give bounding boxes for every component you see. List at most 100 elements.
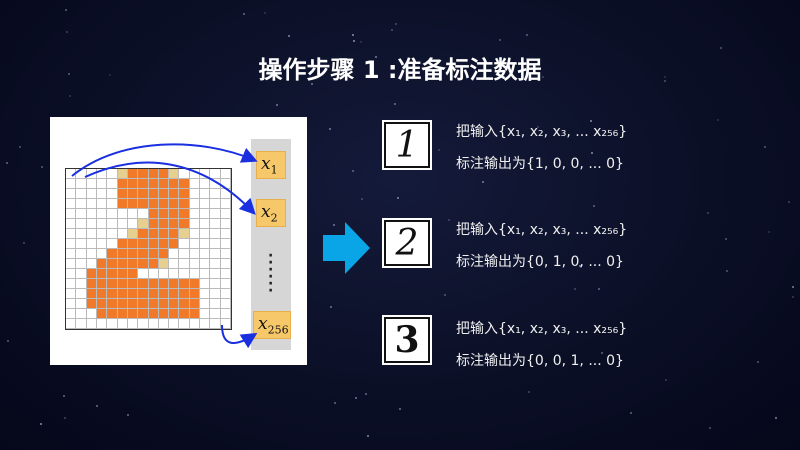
- pixel-cell: [86, 199, 97, 209]
- pixel-cell: [158, 209, 170, 219]
- pixel-cell: [210, 279, 221, 289]
- sample-1-input: 把输入{x₁, x₂, x₃, ... x₂₅₆}: [456, 124, 628, 140]
- pixel-cell: [117, 279, 128, 289]
- pixel-cell: [200, 319, 211, 329]
- pixel-cell: [200, 289, 211, 299]
- star: [40, 422, 43, 425]
- pixel-cell: [107, 239, 118, 249]
- pixel-cell: [179, 209, 190, 219]
- pixel-cell: [96, 189, 108, 199]
- pixel-cell: [158, 269, 170, 279]
- pixel-cell: [127, 199, 139, 209]
- pixel-cell: [179, 309, 190, 319]
- pixel-cell: [158, 289, 170, 299]
- pixel-cell: [76, 209, 87, 219]
- pixel-cell: [148, 289, 159, 299]
- pixel-cell: [138, 269, 149, 279]
- star: [375, 56, 378, 59]
- star: [127, 414, 130, 417]
- pixel-cell: [148, 269, 159, 279]
- pixel-cell: [66, 289, 77, 299]
- pixel-cell: [210, 249, 221, 259]
- star: [618, 158, 621, 161]
- pixel-cell: [148, 249, 159, 259]
- star: [399, 407, 402, 410]
- pixel-cell: [189, 279, 201, 289]
- pixel-cell: [138, 169, 149, 179]
- pixel-cell: [117, 209, 128, 219]
- pixel-cell: [200, 279, 211, 289]
- pixel-cell: [127, 299, 139, 309]
- pixel-cell: [66, 189, 77, 199]
- star: [717, 119, 719, 121]
- pixel-cell: [158, 229, 170, 239]
- star: [437, 148, 440, 151]
- pixel-cell: [148, 229, 159, 239]
- pixel-cell: [148, 319, 159, 329]
- pixel-cell: [96, 199, 108, 209]
- pixel-cell: [179, 189, 190, 199]
- pixel-cell: [86, 209, 97, 219]
- pixel-cell: [107, 279, 118, 289]
- pixel-cell: [169, 239, 180, 249]
- pixel-cell: [179, 299, 190, 309]
- sample-2-input: 把输入{x₁, x₂, x₃, ... x₂₅₆}: [456, 222, 628, 238]
- star: [68, 94, 71, 97]
- pixel-cell: [86, 239, 97, 249]
- pixel-cell: [210, 209, 221, 219]
- pixel-cell: [220, 319, 231, 329]
- pixel-cell: [220, 219, 231, 229]
- pixel-cell: [148, 309, 159, 319]
- star: [62, 395, 65, 398]
- pixel-cell: [76, 199, 87, 209]
- pixel-cell: [148, 189, 159, 199]
- star: [764, 146, 767, 149]
- pixel-cell: [210, 269, 221, 279]
- pixel-cell: [96, 219, 108, 229]
- pixel-cell: [138, 279, 149, 289]
- pixel-cell: [96, 209, 108, 219]
- pixel-cell: [158, 189, 170, 199]
- pixel-cell: [200, 219, 211, 229]
- digit-image-2: 2: [382, 218, 432, 268]
- pixel-cell: [107, 229, 118, 239]
- star: [664, 80, 667, 83]
- pixel-cell: [148, 199, 159, 209]
- pixel-cell: [86, 259, 97, 269]
- star: [109, 74, 112, 77]
- pixel-cell: [220, 229, 231, 239]
- pixel-cell: [76, 239, 87, 249]
- input-x256: x256: [253, 311, 291, 339]
- pixel-cell: [169, 199, 180, 209]
- star: [96, 404, 99, 407]
- pixel-cell: [189, 189, 201, 199]
- pixel-cell: [76, 229, 87, 239]
- star: [593, 205, 596, 208]
- pixel-cell: [189, 289, 201, 299]
- star: [19, 145, 22, 148]
- pixel-cell: [76, 279, 87, 289]
- pixel-cell: [189, 239, 201, 249]
- star: [332, 223, 335, 226]
- pixel-cell: [189, 179, 201, 189]
- star: [600, 352, 603, 355]
- pixel-cell: [96, 269, 108, 279]
- pixel-cell: [117, 309, 128, 319]
- pixel-cell: [96, 319, 108, 329]
- pixel-cell: [200, 209, 211, 219]
- pixel-cell: [158, 219, 170, 229]
- pixel-cell: [76, 319, 87, 329]
- star: [443, 293, 446, 296]
- pixel-cell: [76, 179, 87, 189]
- pixel-cell: [66, 279, 77, 289]
- star: [6, 340, 9, 343]
- pixel-cell: [127, 189, 139, 199]
- ellipsis-dots: ······: [268, 248, 274, 299]
- star: [393, 103, 396, 106]
- star: [390, 28, 393, 31]
- pixel-cell: [96, 229, 108, 239]
- pixel-cell: [138, 239, 149, 249]
- pixel-cell: [210, 189, 221, 199]
- pixel-cell: [200, 269, 211, 279]
- star: [396, 197, 399, 200]
